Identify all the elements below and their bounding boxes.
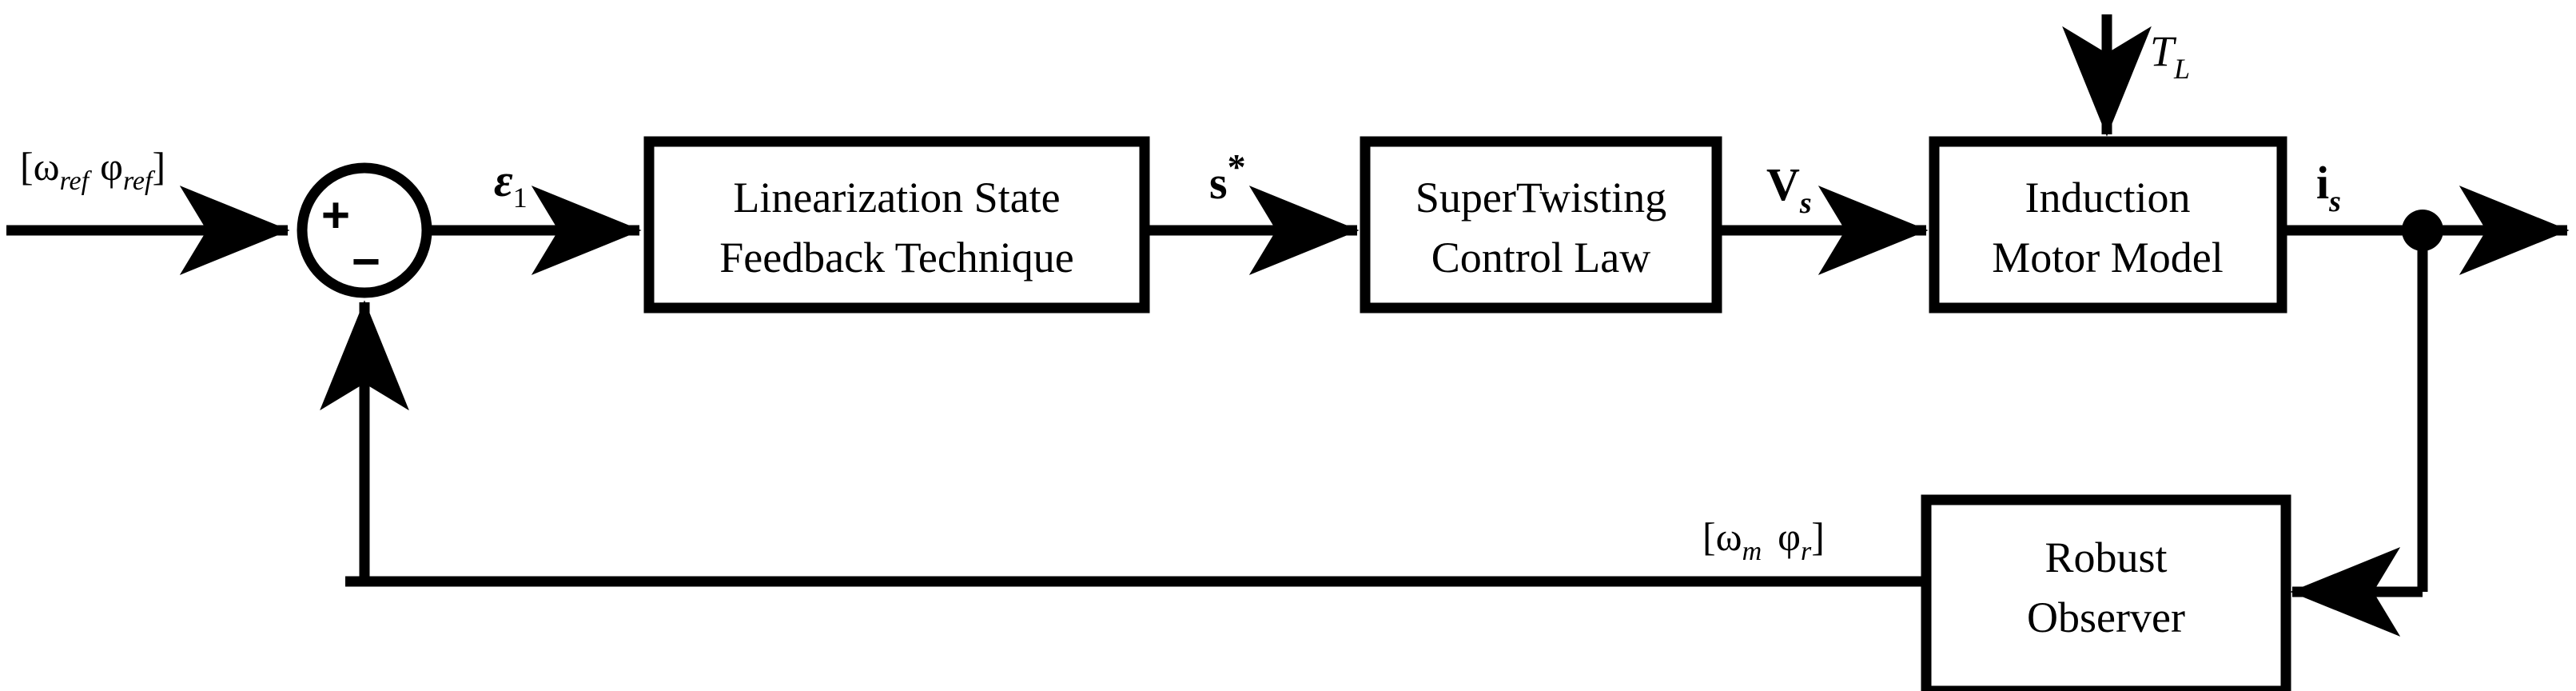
label-stator-voltage-v: V xyxy=(1766,158,1800,210)
label-error-subscript: 1 xyxy=(513,182,528,214)
label-stator-voltage: Vs xyxy=(1766,158,1812,220)
block-supertwisting-line2: Control Law xyxy=(1431,234,1650,282)
label-load-torque: TL xyxy=(2150,27,2190,85)
block-linearization-line1: Linearization State xyxy=(733,174,1060,222)
block-induction-motor-model[interactable] xyxy=(1929,136,2287,314)
label-reference-sub-ref1: ref xyxy=(60,166,93,196)
summing-minus-sign: − xyxy=(352,234,380,290)
label-reference-phi: φ xyxy=(100,144,123,189)
label-observer-sub-r: r xyxy=(1801,537,1812,566)
label-load-torque-subscript: L xyxy=(2173,53,2190,85)
label-sliding-surface: s* xyxy=(1209,146,1246,209)
block-robust-observer-line2: Observer xyxy=(2027,593,2185,641)
label-observer-phi: φ xyxy=(1778,514,1801,559)
summing-junction[interactable] xyxy=(297,162,432,298)
label-reference-sub-ref2: ref xyxy=(123,166,156,196)
label-stator-current-subscript: s xyxy=(2328,185,2341,218)
summing-plus-sign: + xyxy=(321,188,350,243)
block-linearization-state-feedback[interactable] xyxy=(643,136,1150,314)
block-linearization-line2: Feedback Technique xyxy=(719,234,1074,282)
label-load-torque-t: T xyxy=(2150,27,2177,75)
label-sliding-surface-star: * xyxy=(1228,146,1246,187)
label-stator-current: is xyxy=(2316,157,2341,218)
block-robust-observer-line1: Robust xyxy=(2044,533,2167,581)
label-observer-close: ] xyxy=(1811,514,1825,559)
block-induction-motor-line2: Motor Model xyxy=(1992,234,2224,282)
label-stator-current-i: i xyxy=(2316,157,2329,209)
label-observer-sub-m: m xyxy=(1742,537,1762,566)
label-sliding-surface-s: s xyxy=(1209,157,1228,209)
label-stator-voltage-subscript: s xyxy=(1799,186,1812,220)
label-reference-close: ] xyxy=(152,144,165,189)
label-error-epsilon: ε xyxy=(494,154,513,206)
label-reference-open: [ω xyxy=(20,144,60,189)
label-error-signal: ε1 xyxy=(494,154,528,214)
block-induction-motor-line1: Induction xyxy=(2025,174,2191,222)
block-robust-observer[interactable] xyxy=(1921,494,2291,691)
block-supertwisting-line1: SuperTwisting xyxy=(1415,174,1666,222)
label-observer-open: [ω xyxy=(1702,514,1742,559)
block-supertwisting-control-law[interactable] xyxy=(1360,136,1722,314)
